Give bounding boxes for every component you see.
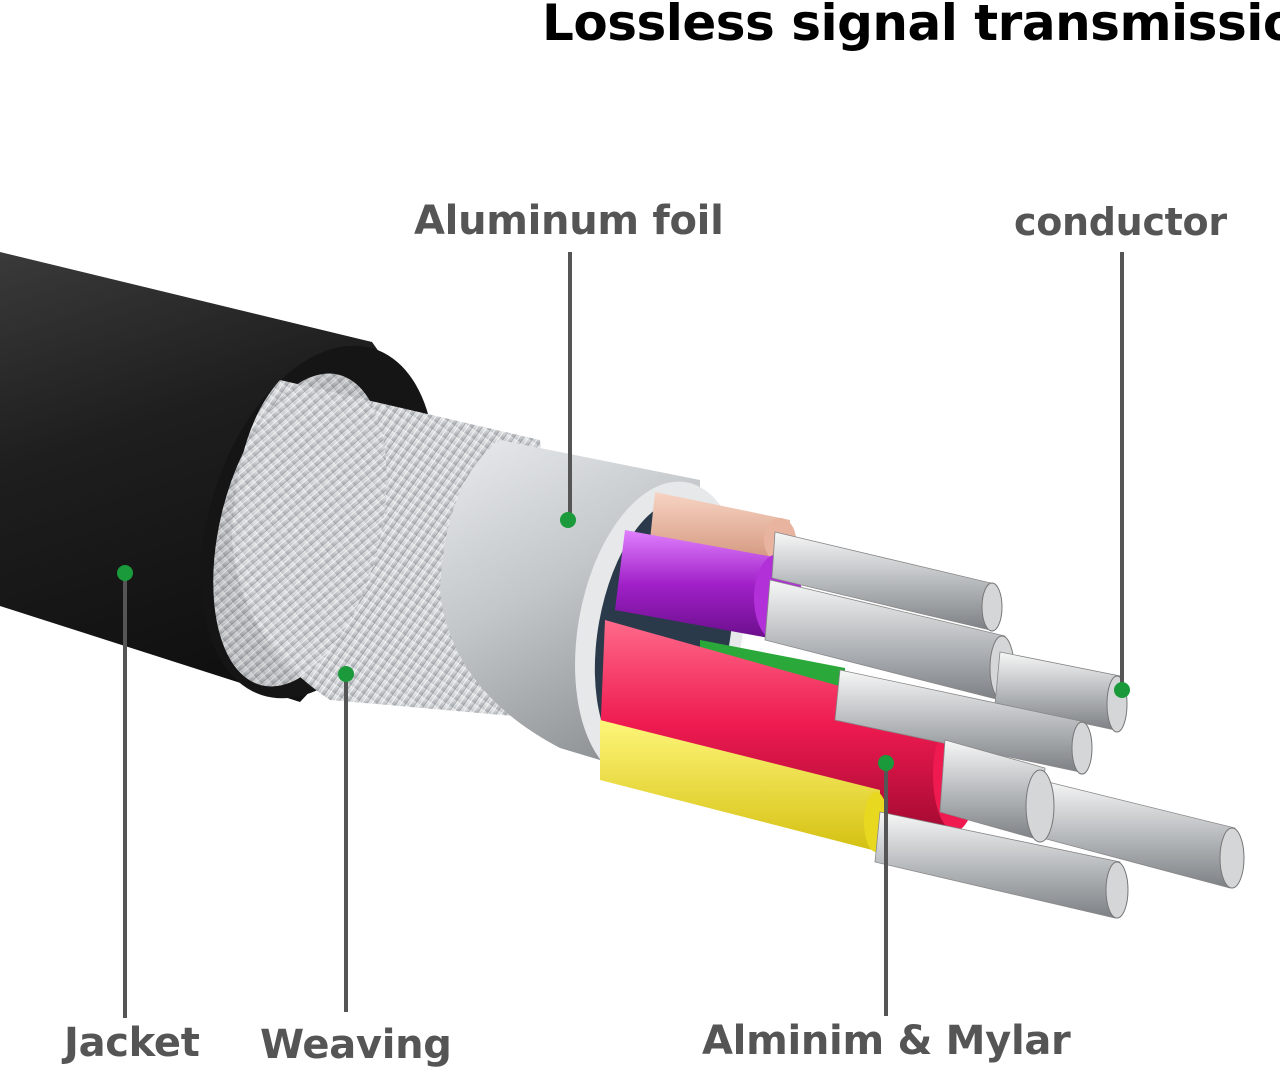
label-alminim-mylar: Alminim & Mylar xyxy=(702,1018,1071,1064)
diagram-title: Lossless signal transmission xyxy=(542,0,1280,52)
leader-alminim-mylar xyxy=(878,755,894,1016)
leader-conductor xyxy=(1114,252,1130,698)
conductor-strands xyxy=(764,531,1245,919)
label-jacket: Jacket xyxy=(64,1020,200,1066)
label-weaving: Weaving xyxy=(260,1022,452,1068)
leader-weaving xyxy=(338,666,354,1012)
label-conductor: conductor xyxy=(1014,200,1227,244)
label-aluminum-foil: Aluminum foil xyxy=(414,198,724,244)
leader-aluminum-foil xyxy=(560,252,576,528)
leader-jacket xyxy=(117,565,133,1018)
